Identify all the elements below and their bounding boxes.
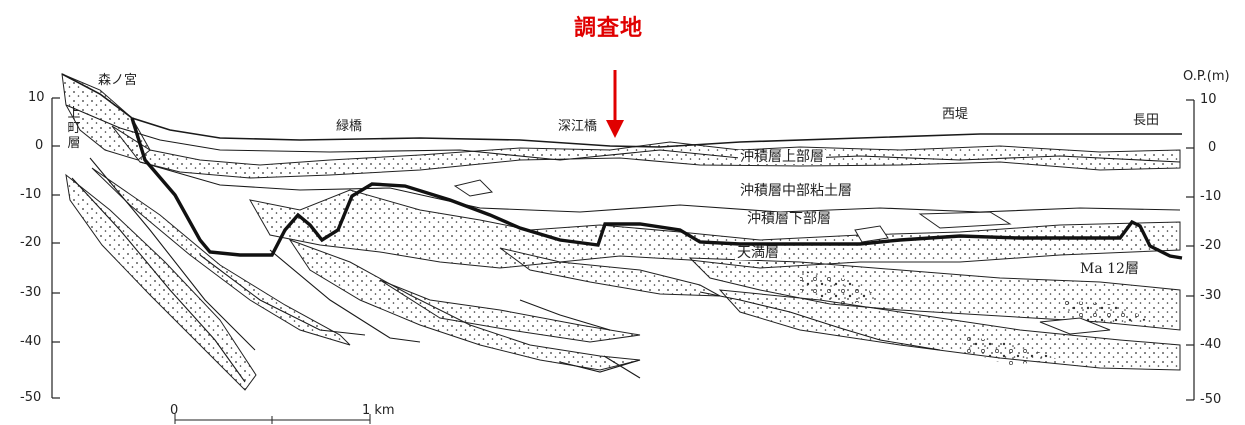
left-tick-10: 10 [28, 91, 45, 104]
left-tick-neg40: -40 [20, 335, 41, 348]
place-midoribashi: 緑橋 [336, 120, 362, 133]
left-tick-0: 0 [35, 139, 43, 152]
label-tenma-formation: 天満層 [735, 246, 781, 260]
place-nishizutsumi: 西堤 [942, 108, 968, 121]
right-tick-0: 0 [1208, 141, 1216, 154]
scale-bar [175, 414, 370, 424]
label-uemachi-formation: 上町層 [67, 106, 81, 151]
right-axis-unit: O.P.(m) [1183, 70, 1230, 83]
left-tick-neg20: -20 [20, 236, 41, 249]
left-tick-neg30: -30 [20, 286, 41, 299]
survey-site-title: 調査地 [574, 10, 643, 42]
right-tick-neg20: -20 [1200, 239, 1221, 252]
place-nagata: 長田 [1133, 114, 1159, 127]
scale-end-label: 1 km [362, 404, 395, 417]
right-tick-neg10: -10 [1200, 190, 1221, 203]
scale-start-label: 0 [170, 404, 178, 417]
right-tick-10: 10 [1200, 93, 1217, 106]
left-tick-neg10: -10 [20, 188, 41, 201]
survey-site-arrow [606, 70, 624, 138]
left-axis [52, 98, 60, 398]
right-axis [1186, 100, 1194, 400]
right-tick-neg50: -50 [1200, 393, 1221, 406]
label-alluvium-middle-clay: 沖積層中部粘土層 [738, 184, 854, 198]
right-tick-neg30: -30 [1200, 289, 1221, 302]
ground-surface-line [62, 74, 1182, 147]
label-ma12-formation: Ma 12層 [1080, 262, 1139, 276]
label-alluvium-lower: 沖積層下部層 [745, 212, 833, 226]
label-alluvium-upper: 沖積層上部層 [738, 150, 826, 164]
left-tick-neg50: -50 [20, 391, 41, 404]
right-tick-neg40: -40 [1200, 338, 1221, 351]
place-morinomiya: 森ノ宮 [98, 74, 137, 87]
place-fukaebashi: 深江橋 [558, 120, 597, 133]
